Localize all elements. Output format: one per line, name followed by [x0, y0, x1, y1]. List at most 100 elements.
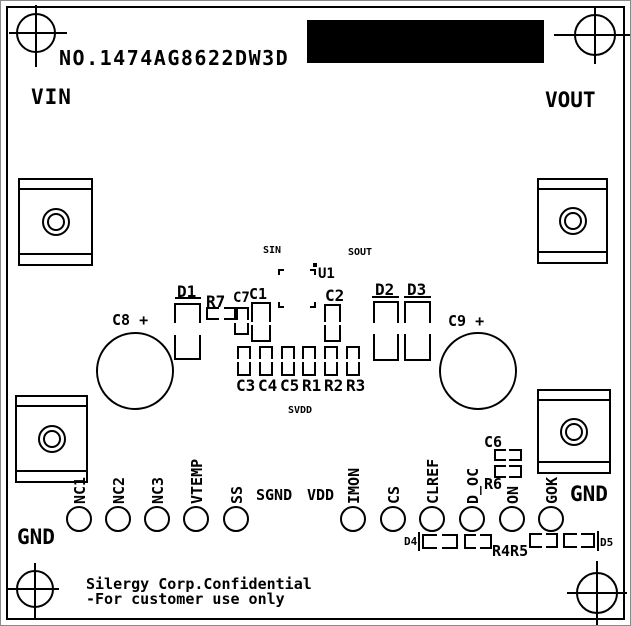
fiducial-cross-v [34, 563, 36, 618]
comp-c7-pad-bottom [234, 323, 249, 335]
cap-c8-label: C8 + [112, 311, 149, 329]
pad-gok [538, 506, 564, 532]
terminal-top-line [17, 405, 86, 407]
comp-c6-label: C6 [484, 433, 503, 451]
comp-r1-pad-top [302, 346, 316, 359]
comp-r3-label: R3 [346, 376, 366, 395]
fiducial-cross-h [6, 588, 59, 590]
comp-c5-label: C5 [280, 376, 300, 395]
comp-r2-label: R2 [324, 376, 344, 395]
comp-d2-underline [372, 296, 399, 298]
pin-label-cs: CS [385, 485, 403, 504]
u1-pin1-dot [313, 263, 317, 267]
comp-r2-pad-top [324, 346, 338, 359]
footer-line2: -For customer use only [86, 590, 285, 608]
terminal-bottom-line [539, 251, 606, 253]
comp-r6-label: R6 [484, 475, 503, 493]
sin-label: SIN [263, 245, 282, 256]
comp-r7-pad-right [224, 307, 238, 320]
pad-ss [223, 506, 249, 532]
u1-corner-tl [278, 269, 284, 275]
comp-c4-pad-bottom [259, 362, 273, 376]
pad-on [499, 506, 525, 532]
terminal-top-line [539, 399, 609, 401]
comp-d3-label: D3 [407, 280, 427, 299]
u1-label: U1 [318, 266, 335, 282]
comp-d4-label: D4 [404, 535, 418, 548]
comp-r4-pad-left [464, 534, 476, 549]
comp-d4-pad-right [442, 534, 458, 549]
comp-r7-pad-left [206, 307, 219, 320]
pin-label-nc1: NC1 [71, 476, 89, 504]
pad-imon [340, 506, 366, 532]
comp-c3-label: C3 [236, 376, 256, 395]
terminal-hole-outer [560, 417, 588, 446]
terminal-hole-outer [41, 208, 70, 236]
pin-label-vtemp: VTEMP [188, 458, 206, 504]
pad-d-oc [459, 506, 485, 532]
label-blackout-box [307, 20, 544, 63]
cap-c8-body [96, 332, 174, 410]
comp-c2-pad-bottom [324, 325, 341, 342]
comp-d1-label: D1 [177, 282, 197, 301]
pad-nc3 [144, 506, 170, 532]
cap-c9-label: C9 + [448, 312, 485, 330]
comp-d5-pad-left [563, 533, 577, 548]
comp-d2-pad-top [373, 301, 399, 323]
comp-r5-pad-right [546, 533, 558, 548]
pin-label-on: ON [504, 485, 522, 504]
u1-corner-br [310, 302, 316, 308]
comp-c4-label: C4 [258, 376, 278, 395]
fiducial-cross-v [594, 6, 596, 64]
comp-c5-pad-bottom [281, 362, 295, 376]
fiducial-cross-v [596, 561, 598, 625]
comp-d4-pad-left [422, 534, 437, 549]
terminal-vin [18, 178, 93, 266]
terminal-gnd-left [15, 395, 88, 483]
comp-c1-pad-bottom [251, 325, 271, 342]
comp-d1-underline [175, 297, 201, 299]
part-number: NO.1474AG8622DW3D [59, 46, 290, 70]
vout-label: VOUT [545, 88, 596, 112]
gnd-right-label: GND [570, 482, 608, 506]
comp-r6-pad-left [494, 465, 506, 478]
terminal-hole-inner [565, 422, 583, 441]
comp-r2-pad-bottom [324, 362, 338, 376]
comp-d2-label: D2 [375, 280, 395, 299]
pin-label-nc3: NC3 [149, 476, 167, 504]
comp-r3-pad-bottom [346, 362, 360, 376]
comp-d3-pad-top [404, 301, 431, 323]
comp-c2-label: C2 [325, 286, 345, 305]
fiducial-cross-v [35, 5, 37, 67]
pad-vtemp [183, 506, 209, 532]
comp-c7-label: C7 [233, 290, 250, 306]
comp-d3-underline [404, 296, 431, 298]
comp-c6-pad-right [509, 449, 522, 461]
comp-r1-label: R1 [302, 376, 322, 395]
comp-d3-pad-bottom [404, 334, 431, 361]
terminal-bottom-line [539, 461, 609, 463]
vin-label: VIN [31, 85, 72, 109]
terminal-hole-inner [46, 213, 65, 231]
comp-c2-pad-top [324, 304, 341, 322]
pin-label-vdd: VDD [307, 486, 335, 504]
comp-r6-pad-right [509, 465, 522, 478]
pin-label-d-oc: D_OC [464, 467, 482, 504]
pad-cs [380, 506, 406, 532]
comp-c3-pad-bottom [237, 362, 251, 376]
terminal-top-line [20, 188, 91, 190]
svdd-label: SVDD [288, 405, 313, 416]
pin-label-clref: CLREF [424, 458, 442, 504]
pin-label-ss: SS [228, 485, 246, 504]
comp-d1-pad-top [174, 303, 201, 323]
pad-nc1 [66, 506, 92, 532]
pin-label-nc2: NC2 [110, 476, 128, 504]
comp-r1-pad-bottom [302, 362, 316, 376]
fiducial-cross-h [554, 34, 630, 36]
terminal-top-line [539, 188, 606, 190]
comp-d4-bar [418, 532, 420, 551]
terminal-hole-inner [563, 212, 582, 230]
terminal-hole-outer [37, 425, 66, 453]
comp-c3-pad-top [237, 346, 251, 359]
